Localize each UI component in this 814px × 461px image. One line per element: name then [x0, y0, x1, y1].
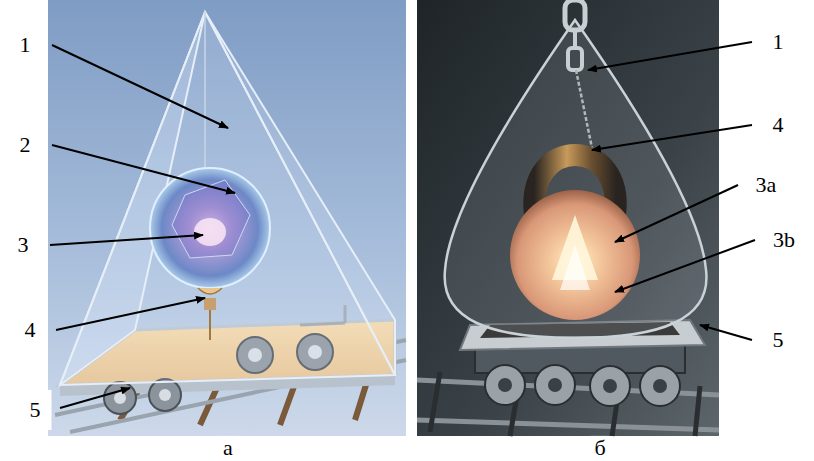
panel-letter: а	[219, 436, 237, 460]
callout-number: 5	[19, 390, 52, 430]
callout-number: 3	[7, 225, 40, 265]
callout-number: 4	[762, 105, 795, 145]
panel-letter: б	[590, 436, 609, 460]
callout-number: 5	[762, 320, 795, 360]
callout-number: 2	[9, 125, 42, 165]
callout-number: 4	[14, 310, 47, 350]
callout-number: 1	[9, 25, 42, 65]
callout-number: 3b	[762, 220, 806, 260]
callout-number: 3a	[745, 165, 788, 205]
callout-number: 1	[762, 22, 795, 62]
